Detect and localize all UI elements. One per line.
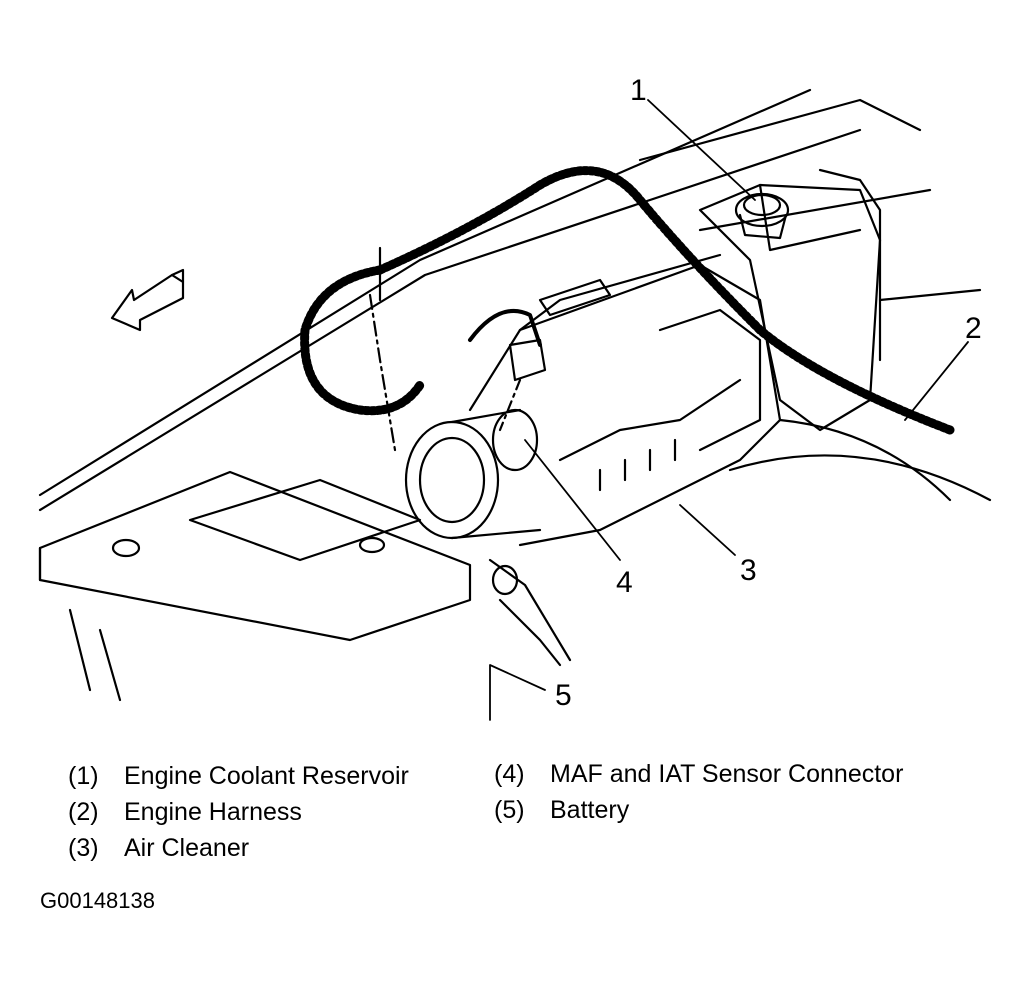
- direction-arrow-icon: [110, 268, 185, 332]
- legend-label: Engine Coolant Reservoir: [124, 762, 409, 790]
- callout-3: 3: [740, 554, 757, 587]
- legend-left-column: (1) Engine Coolant Reservoir (2) Engine …: [68, 758, 409, 866]
- legend-label: Air Cleaner: [124, 834, 250, 862]
- legend-number: (4): [494, 760, 525, 788]
- legend-number: (5): [494, 796, 525, 824]
- legend-item: (1) Engine Coolant Reservoir: [68, 758, 409, 794]
- legend-number: (1): [68, 762, 99, 790]
- engine-bay-diagram: 1 2 3 4 5: [38, 74, 992, 721]
- legend-item: (2) Engine Harness: [68, 794, 409, 830]
- figure-id: G00148138: [40, 888, 155, 913]
- legend-right-column: (4) MAF and IAT Sensor Connector (5) Bat…: [494, 756, 903, 828]
- legend-label: Engine Harness: [124, 798, 302, 826]
- legend-item: (4) MAF and IAT Sensor Connector: [494, 756, 903, 792]
- engine-harness: [300, 166, 955, 452]
- callout-4: 4: [616, 566, 633, 599]
- callout-2: 2: [965, 312, 982, 345]
- fender-outline: [38, 88, 992, 512]
- callout-5: 5: [555, 679, 572, 712]
- leader-lines: [489, 99, 969, 721]
- legend-item: (3) Air Cleaner: [68, 830, 409, 866]
- legend-label: Battery: [550, 796, 630, 824]
- callout-1: 1: [630, 74, 647, 107]
- legend-item: (5) Battery: [494, 792, 903, 828]
- legend-label: MAF and IAT Sensor Connector: [550, 760, 904, 788]
- air-cleaner: [404, 253, 782, 547]
- legend-number: (2): [68, 798, 99, 826]
- legend-number: (3): [68, 834, 99, 862]
